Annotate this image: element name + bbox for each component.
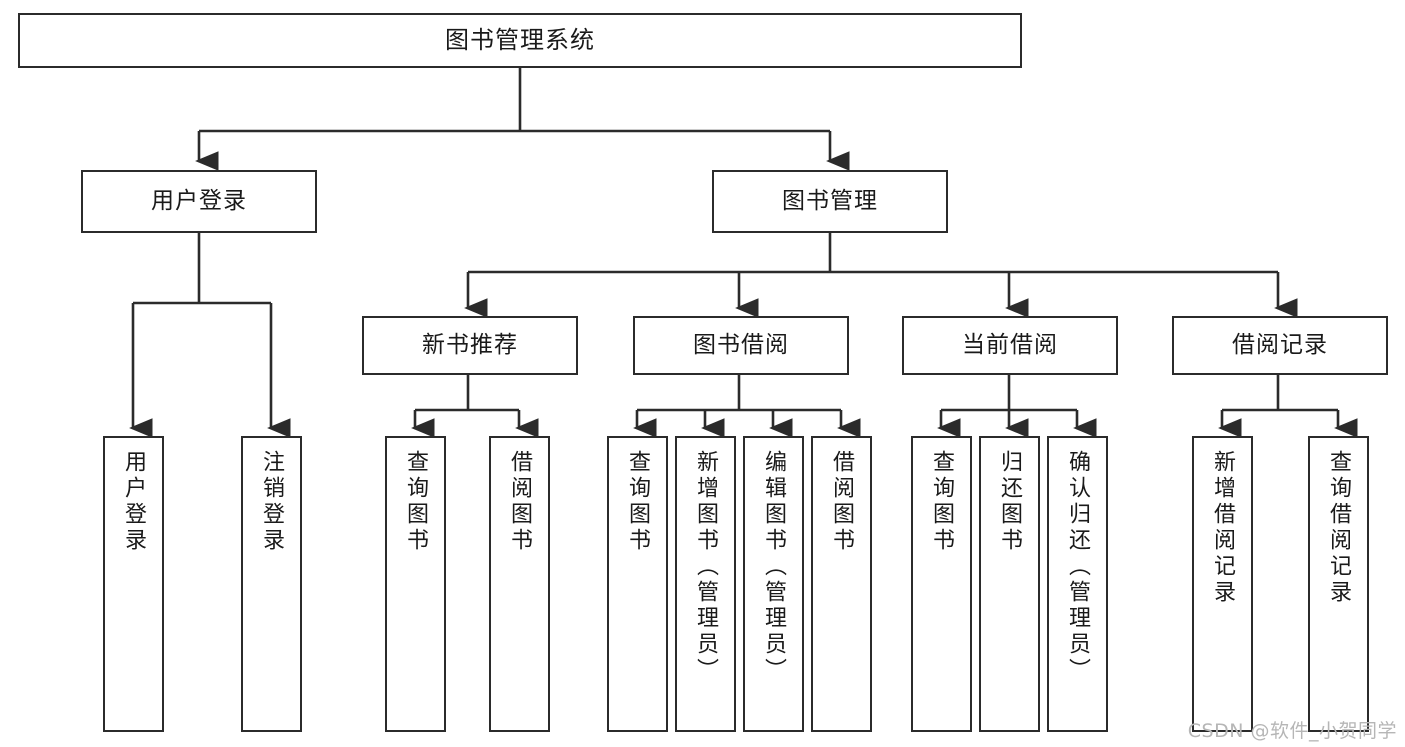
node-label: 新增图书（管理员）: [693, 450, 719, 684]
node-root-system[interactable]: 图书管理系统: [18, 13, 1022, 68]
leaf-query-book-recommend[interactable]: 查询图书: [385, 436, 446, 732]
node-label: 用户登录: [151, 187, 247, 214]
node-label: 图书管理系统: [445, 26, 595, 55]
leaf-logout[interactable]: 注销登录: [241, 436, 302, 732]
node-label: 查询图书: [929, 450, 955, 554]
node-label: 注销登录: [259, 450, 285, 554]
leaf-user-login[interactable]: 用户登录: [103, 436, 164, 732]
node-current-borrow[interactable]: 当前借阅: [902, 316, 1118, 375]
leaf-query-borrow-record[interactable]: 查询借阅记录: [1308, 436, 1369, 732]
node-user-login[interactable]: 用户登录: [81, 170, 317, 233]
leaf-query-book-borrow[interactable]: 查询图书: [607, 436, 668, 732]
leaf-return-book[interactable]: 归还图书: [979, 436, 1040, 732]
node-label: 当前借阅: [962, 331, 1058, 358]
leaf-confirm-return-admin[interactable]: 确认归还（管理员）: [1047, 436, 1108, 732]
leaf-add-borrow-record[interactable]: 新增借阅记录: [1192, 436, 1253, 732]
node-book-borrow[interactable]: 图书借阅: [633, 316, 849, 375]
node-book-management[interactable]: 图书管理: [712, 170, 948, 233]
node-label: 确认归还（管理员）: [1065, 450, 1091, 684]
node-label: 借阅图书: [507, 450, 533, 554]
node-label: 借阅记录: [1232, 331, 1328, 358]
node-label: 查询图书: [625, 450, 651, 554]
node-label: 编辑图书（管理员）: [761, 450, 787, 684]
node-label: 归还图书: [997, 450, 1023, 554]
leaf-edit-book-admin[interactable]: 编辑图书（管理员）: [743, 436, 804, 732]
node-borrow-record[interactable]: 借阅记录: [1172, 316, 1388, 375]
leaf-add-book-admin[interactable]: 新增图书（管理员）: [675, 436, 736, 732]
node-label: 新书推荐: [422, 331, 518, 358]
node-label: 图书借阅: [693, 331, 789, 358]
node-label: 用户登录: [121, 450, 147, 554]
leaf-borrow-book[interactable]: 借阅图书: [811, 436, 872, 732]
node-label: 查询借阅记录: [1326, 450, 1352, 606]
csdn-watermark: CSDN @软件_小贺同学: [1187, 720, 1397, 742]
node-label: 借阅图书: [829, 450, 855, 554]
node-label: 新增借阅记录: [1210, 450, 1236, 606]
leaf-query-book-current[interactable]: 查询图书: [911, 436, 972, 732]
leaf-borrow-book-recommend[interactable]: 借阅图书: [489, 436, 550, 732]
node-new-book-recommend[interactable]: 新书推荐: [362, 316, 578, 375]
node-label: 查询图书: [403, 450, 429, 554]
node-label: 图书管理: [782, 187, 878, 214]
